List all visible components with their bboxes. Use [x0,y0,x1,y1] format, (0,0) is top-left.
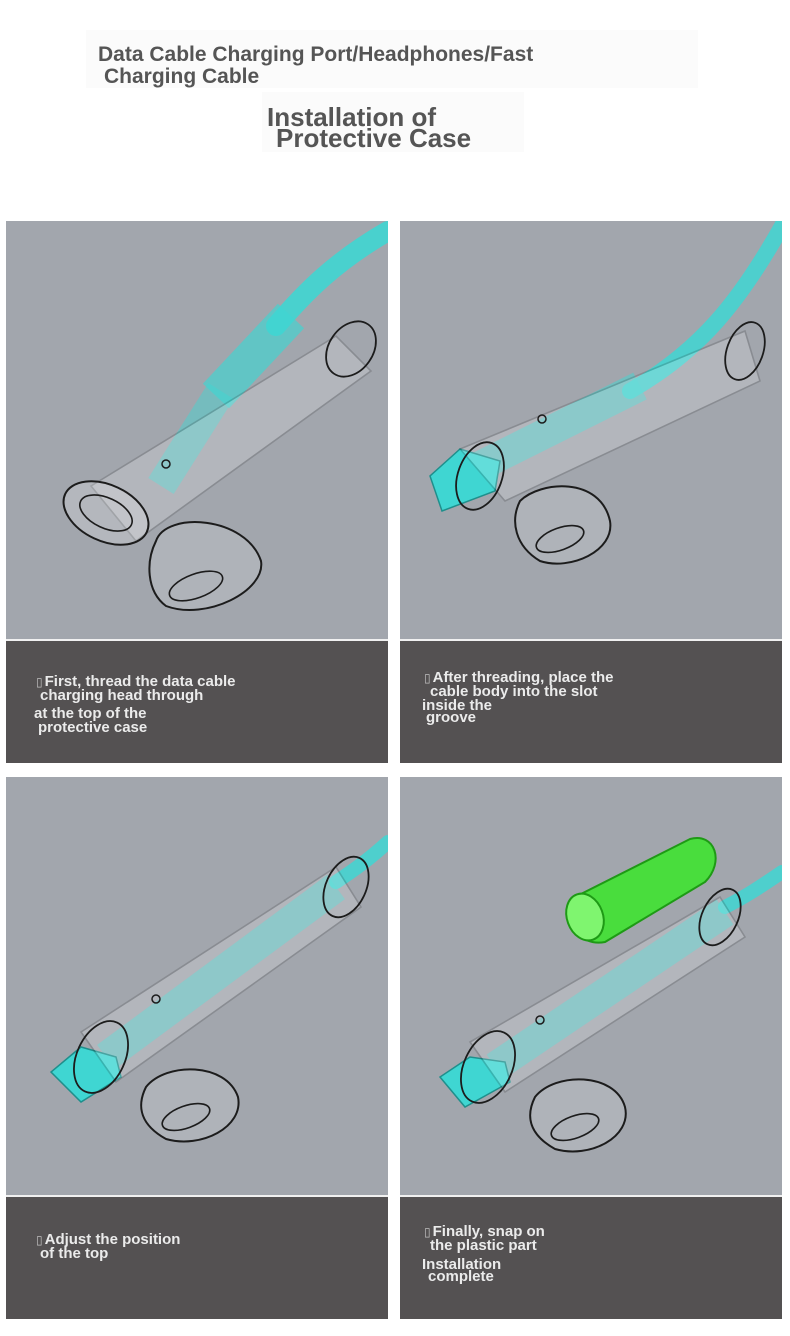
step-4-caption-line-1: ▯Finally, snap on [424,1223,545,1240]
step-1-illustration [6,221,388,639]
step-4-caption-line-4: complete [428,1268,494,1285]
step-1-caption-line-2: charging head through [40,687,204,704]
step-2-caption-line-4: groove [426,709,477,726]
step-2-divider [400,639,782,641]
step-3-divider [6,1195,388,1197]
bullet-icon: ▯ [424,671,431,685]
step-2-caption: ▯After threading, place the cable body i… [400,641,782,763]
step-1-caption-line-4: protective case [38,719,148,736]
step-4-divider [400,1195,782,1197]
step-4-illustration [400,777,782,1195]
section-title-line-2: Protective Case [276,123,472,153]
step-4-caption-line-2: the plastic part [430,1237,537,1254]
product-title-line-1: Data Cable Charging Port/Headphones/Fast [98,43,534,66]
step-4-panel: ▯Finally, snap on the plastic part Insta… [400,777,782,1319]
step-3-caption-line-2: of the top [40,1245,109,1262]
step-4-caption: ▯Finally, snap on the plastic part Insta… [400,1197,782,1319]
step-3-illustration [6,777,388,1195]
bullet-icon: ▯ [36,1233,43,1247]
step-4-caption-line-3: Installation [422,1256,502,1273]
section-title-line-1: Installation of [267,102,436,132]
step-3-caption-line-1: ▯Adjust the position [36,1231,181,1248]
step-2-illustration [400,221,782,639]
product-title-line-2: Charging Cable [104,65,260,88]
step-2-caption-line-2: cable body into the slot [430,683,598,700]
bullet-icon: ▯ [424,1225,431,1239]
step-2-caption-line-3: inside the [422,697,493,714]
step-1-caption-line-1: ▯First, thread the data cable [36,673,236,690]
step-3-caption: ▯Adjust the position of the top [6,1197,388,1319]
product-title-block: Data Cable Charging Port/Headphones/Fast… [86,30,698,88]
section-title-block: Installation of Protective Case [262,92,524,153]
step-2-panel: ▯After threading, place the cable body i… [400,221,782,763]
step-2-caption-line-1: ▯After threading, place the [424,669,614,686]
step-1-panel: ▯First, thread the data cable charging h… [6,221,388,763]
step-1-caption-line-3: at the top of the [34,705,147,722]
step-1-caption: ▯First, thread the data cable charging h… [6,641,388,763]
bullet-icon: ▯ [36,675,43,689]
step-3-panel: ▯Adjust the position of the top [6,777,388,1319]
step-1-divider [6,639,388,641]
